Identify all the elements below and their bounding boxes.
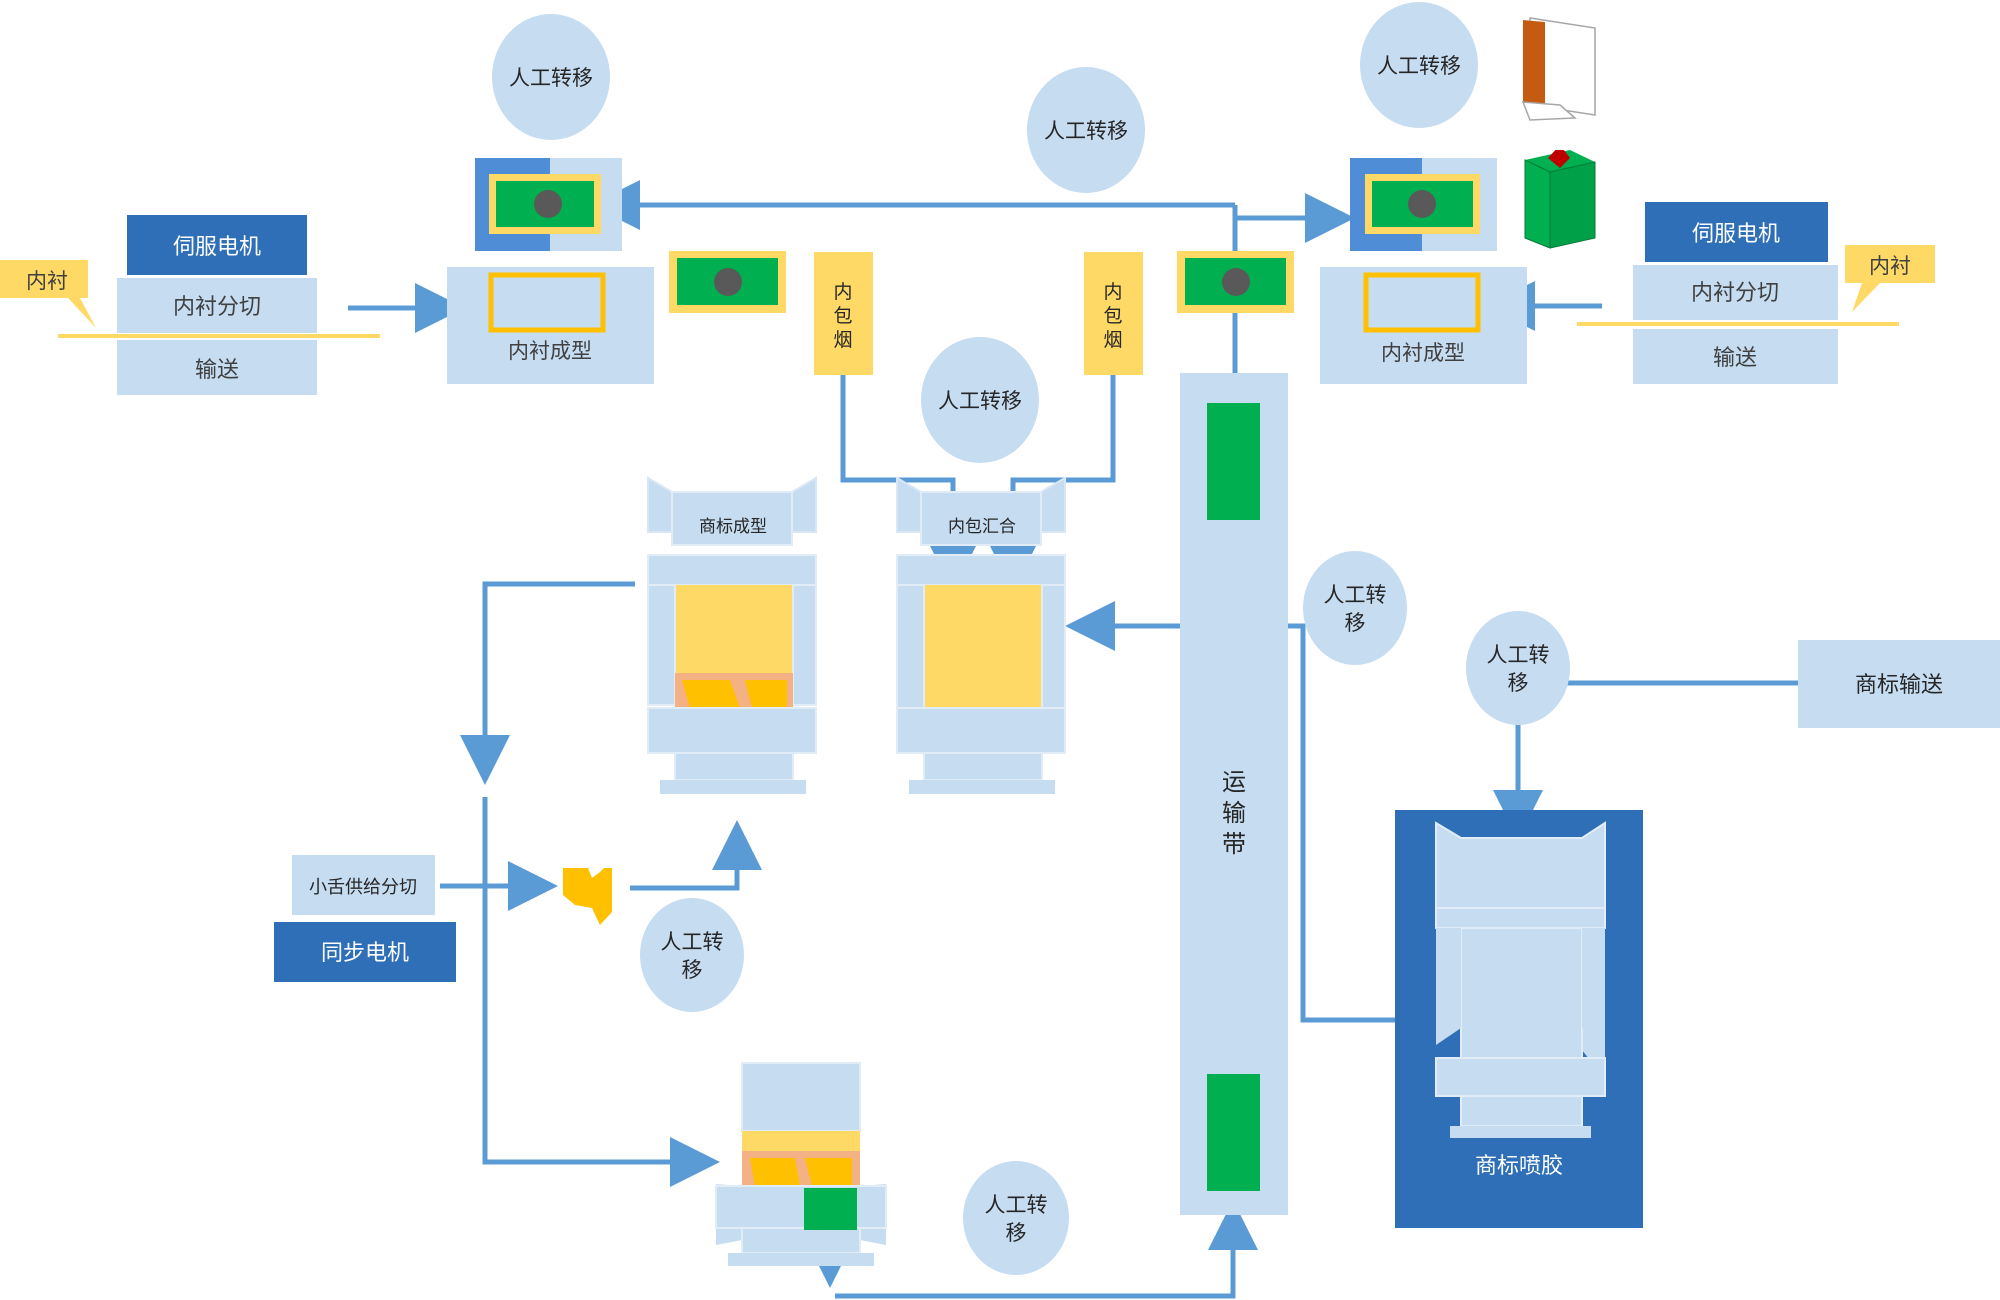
lining-forming-left-label: 内衬成型 (508, 339, 592, 363)
tongue-supply-block: 小舌供给分切 同步电机 (274, 855, 456, 982)
servo-motor-left (127, 215, 307, 275)
tongue-piece (563, 868, 612, 925)
lining-callout-left-label: 内衬 (26, 269, 68, 293)
inner-pack-left-char1: 内 (833, 281, 852, 303)
manual-transfer-center: 人工转移 (921, 337, 1039, 463)
manual-transfer-right-belt: 人工转 移 (1303, 551, 1407, 665)
inner-pack-right-char3: 烟 (1103, 329, 1122, 351)
inner-pack-tag-left: 内 包 烟 (814, 252, 873, 375)
green-pack-mid-left (669, 251, 786, 313)
conveying-left (117, 340, 317, 395)
inner-pack-tag-right: 内 包 烟 (1084, 252, 1143, 375)
manual-transfer-top-center: 人工转移 (1027, 67, 1145, 193)
conveyor-belt: 运 输 带 (1180, 373, 1288, 1215)
inner-pack-left-char3: 烟 (833, 329, 852, 351)
lining-split-right (1633, 265, 1838, 320)
lining-forming-right-frame (1363, 272, 1481, 333)
label-conveying-box: 商标输送 (1798, 640, 2000, 728)
lining-yellow-line-right (1577, 322, 1899, 326)
manual-transfer-bottom-line2: 移 (1006, 1221, 1027, 1245)
lining-callout-right: 内衬 (1845, 245, 1935, 312)
lining-3d-illustration (1521, 17, 1596, 121)
lining-split-right-label: 内衬分切 (1691, 281, 1779, 306)
lining-forming-left-frame (488, 272, 606, 333)
conveying-left-label: 输送 (195, 358, 239, 383)
arrow-piece-up (630, 820, 762, 891)
manual-transfer-tongue-line1: 人工转 (661, 930, 724, 954)
belt-label-char3: 带 (1222, 830, 1246, 858)
tongue-split-box (292, 855, 435, 915)
lining-split-left-label: 内衬分切 (173, 295, 261, 320)
carton-inner-pack-merge: 内包汇合 (896, 476, 1066, 794)
green-pack-mid-right (1177, 251, 1294, 313)
label-conveying-label: 商标输送 (1855, 673, 1943, 698)
servo-motor-left-label: 伺服电机 (173, 235, 261, 260)
carton-bottom-assembly (715, 1062, 887, 1266)
manual-transfer-tongue-line2: 移 (682, 958, 703, 982)
manual-transfer-center-label: 人工转移 (938, 389, 1022, 413)
belt-green-bottom (1207, 1074, 1260, 1191)
sync-motor-label: 同步电机 (321, 941, 409, 966)
inner-pack-right-char1: 内 (1103, 281, 1122, 303)
manual-transfer-bottom-line1: 人工转 (985, 1193, 1048, 1217)
lining-callout-right-label: 内衬 (1869, 254, 1911, 278)
manual-transfer-top-left: 人工转移 (492, 14, 610, 140)
manual-transfer-glue: 人工转 移 (1466, 611, 1570, 725)
manual-transfer-glue-line1: 人工转 (1487, 643, 1550, 667)
lining-callout-left: 内衬 (0, 260, 96, 328)
carton-label-forming: 商标成型 (647, 476, 817, 794)
manual-transfer-top-right: 人工转移 (1360, 2, 1478, 128)
manual-transfer-tongue: 人工转 移 (640, 898, 744, 1012)
arrow-label-forming-down (460, 581, 635, 785)
manual-transfer-glue-line2: 移 (1508, 671, 1529, 695)
manual-transfer-top-right-label: 人工转移 (1377, 54, 1461, 78)
arrow-top-to-right-station (1232, 193, 1355, 243)
tongue-split-label: 小舌供给分切 (309, 877, 417, 898)
pack-left-dot (534, 190, 562, 218)
lining-forming-right-label: 内衬成型 (1381, 341, 1465, 365)
manual-transfer-right-belt-line1: 人工转 (1324, 583, 1387, 607)
arrow-bottom-to-belt (835, 1200, 1258, 1299)
conveying-right-label: 输送 (1713, 346, 1757, 371)
inner-pack-right-char2: 包 (1103, 305, 1122, 327)
lining-split-left (117, 278, 317, 333)
belt-label-char2: 输 (1222, 799, 1246, 827)
servo-motor-right (1645, 202, 1828, 262)
servo-motor-right-label: 伺服电机 (1692, 222, 1780, 247)
inner-pack-left-char2: 包 (833, 305, 852, 327)
belt-green-top (1207, 403, 1260, 520)
conveying-right (1633, 329, 1838, 384)
right-lining-station: 内衬成型 伺服电机 内衬分切 输送 内衬 (1320, 17, 1935, 384)
arrow-label-convey-to-glue (1493, 680, 1798, 840)
pack-3d-illustration (1524, 140, 1596, 249)
sync-motor-box (274, 922, 456, 982)
label-glue-station: 商标喷胶 (1395, 810, 1643, 1228)
lining-yellow-line-left (58, 334, 380, 338)
inner-pack-merge-label: 内包汇合 (948, 517, 1016, 537)
manual-transfer-top-left-label: 人工转移 (509, 66, 593, 90)
left-lining-station: 内衬 伺服电机 内衬分切 输送 内衬成型 (0, 158, 654, 395)
manual-transfer-bottom: 人工转 移 (963, 1161, 1069, 1275)
belt-label-char1: 运 (1222, 768, 1246, 796)
arrow-down-to-bottom-box (482, 797, 720, 1187)
pack-right-dot (1408, 190, 1436, 218)
manual-transfer-right-belt-line2: 移 (1345, 611, 1366, 635)
label-forming-label: 商标成型 (699, 517, 767, 537)
manual-transfer-top-center-label: 人工转移 (1044, 119, 1128, 143)
label-glue-label: 商标喷胶 (1475, 1154, 1563, 1179)
bottom-green-pack (804, 1188, 857, 1230)
